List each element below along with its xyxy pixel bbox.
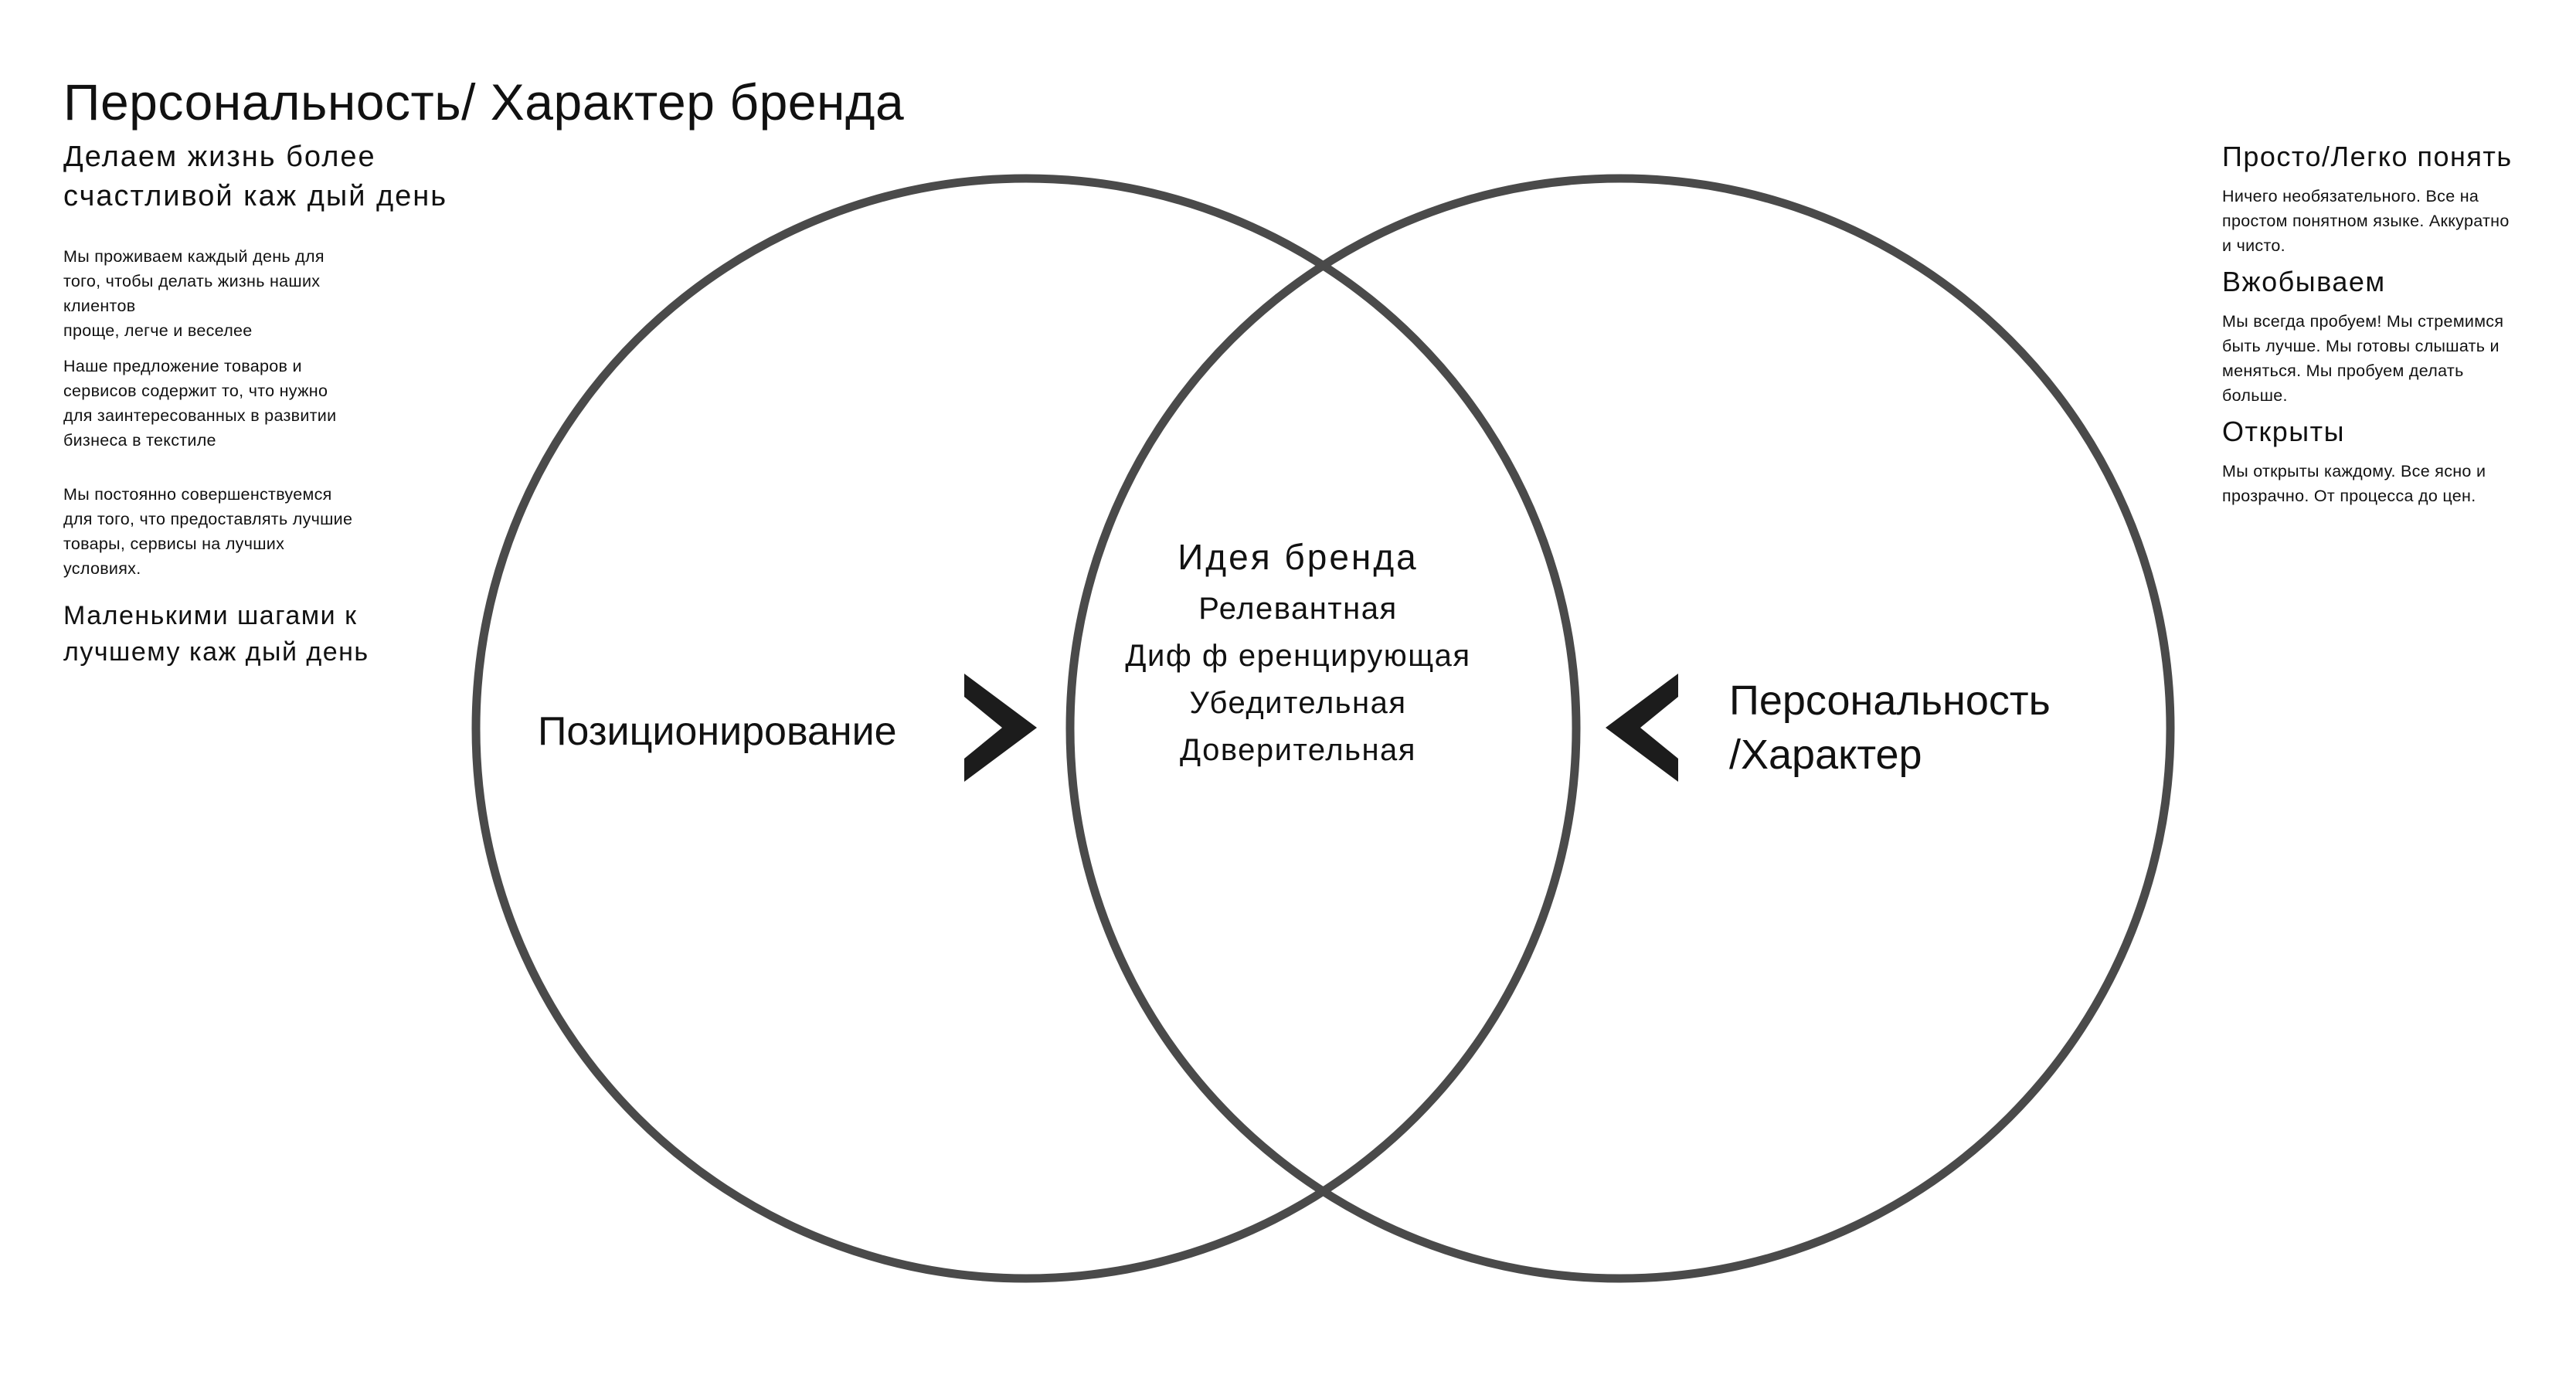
trait-section: Открыты Мы открыты каждому. Все ясно и п… (2222, 414, 2562, 508)
closing-line: Маленькими шагами к (63, 601, 358, 630)
brand-idea-item: Релевантная (1198, 592, 1398, 626)
paragraph-line: сервисов содержит то, что нужно (63, 382, 328, 400)
mission-heading-line: Делаем жизнь более (63, 141, 376, 173)
trait-line: и чисто. (2222, 236, 2285, 255)
personality-label-line: Персональность (1729, 677, 2051, 724)
paragraph-line: для заинтересованных в развитии (63, 406, 337, 425)
brand-idea-heading: Идея бренда (1178, 537, 1419, 577)
closing-line: лучшему каж дый день (63, 637, 369, 667)
venn-circle-left (471, 174, 1581, 1283)
trait-line: быть лучше. Мы готовы слышать и (2222, 337, 2500, 355)
page-title: Персональность/ Характер бренда (63, 73, 905, 131)
trait-heading: Открыты (2222, 416, 2345, 447)
chevron-right-icon (964, 674, 1037, 782)
chevron-left-icon (1606, 674, 1678, 782)
paragraph-line: того, чтобы делать жизнь наших (63, 272, 321, 290)
trait-line: Мы всегда пробуем! Мы стремимся (2222, 312, 2504, 331)
venn-circle-right (1065, 174, 2175, 1283)
mission-heading-line: счастливой каж дый день (63, 180, 448, 212)
mission-paragraph: Наше предложение товаров и сервисов соде… (63, 354, 465, 453)
trait-line: меняться. Мы пробуем делать (2222, 362, 2464, 380)
trait-line: простом понятном языке. Аккуратно (2222, 212, 2510, 230)
paragraph-line: Мы постоянно совершенствуемся (63, 485, 332, 504)
paragraph-line: для того, что предоставлять лучшие (63, 510, 353, 528)
paragraph-line: товары, сервисы на лучших (63, 535, 285, 553)
mission-paragraph: Мы проживаем каждый день для того, чтобы… (63, 244, 465, 343)
paragraph-line: клиентов (63, 297, 136, 315)
trait-line: Ничего необязательного. Все на (2222, 187, 2479, 205)
trait-line: Мы открыты каждому. Все ясно и (2222, 462, 2486, 480)
trait-section: Просто/Легко понять Ничего необязательно… (2222, 139, 2562, 258)
brand-idea-item: Убедительная (1189, 686, 1407, 720)
trait-description: Ничего необязательного. Все на простом п… (2222, 184, 2562, 258)
personality-label-line: /Характер (1729, 732, 1922, 778)
personality-label: Персональность /Характер (1729, 674, 2051, 782)
right-column: Просто/Легко понять Ничего необязательно… (2222, 139, 2562, 514)
trait-description: Мы всегда пробуем! Мы стремимся быть луч… (2222, 309, 2562, 408)
brand-idea-item: Диф ф еренцирующая (1125, 639, 1471, 673)
trait-heading: Вжобываем (2222, 266, 2386, 297)
positioning-label: Позиционирование (538, 709, 897, 754)
trait-description: Мы открыты каждому. Все ясно и прозрачно… (2222, 459, 2562, 508)
paragraph-line: бизнеса в текстиле (63, 431, 216, 450)
paragraph-line: Наше предложение товаров и (63, 357, 302, 375)
trait-heading: Просто/Легко понять (2222, 141, 2513, 172)
brand-idea: Идея бренда Релевантная Диф ф еренцирующ… (1066, 533, 1530, 774)
trait-line: больше. (2222, 386, 2288, 405)
paragraph-line: условиях. (63, 559, 141, 578)
trait-line: прозрачно. От процесса до цен. (2222, 487, 2476, 505)
left-column: Делаем жизнь более счастливой каж дый де… (63, 138, 465, 671)
paragraph-line: проще, легче и веселее (63, 321, 253, 340)
trait-section: Вжобываем Мы всегда пробуем! Мы стремимс… (2222, 264, 2562, 408)
mission-paragraph: Мы постоянно совершенствуемся для того, … (63, 482, 465, 581)
brand-idea-item: Доверительная (1180, 733, 1416, 767)
paragraph-line: Мы проживаем каждый день для (63, 247, 325, 266)
mission-heading: Делаем жизнь более счастливой каж дый де… (63, 138, 465, 216)
closing-statement: Маленькими шагами к лучшему каж дый день (63, 598, 465, 671)
